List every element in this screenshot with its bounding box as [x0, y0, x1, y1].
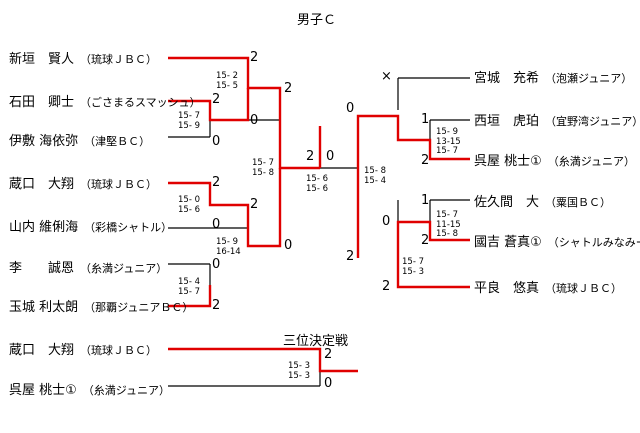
game-mark: 1 — [421, 112, 430, 127]
match-score: 15- 3 15- 3 — [288, 361, 310, 381]
bracket-title: 男子Ｃ — [297, 13, 337, 28]
match-score: 15- 7 11-15 15- 8 — [436, 210, 461, 239]
game-mark: 0 — [382, 214, 391, 229]
game-mark: 2 — [212, 175, 221, 190]
right-player-4: 佐久間 大 （粟国ＢＣ） — [474, 192, 611, 210]
game-mark: 0 — [346, 101, 355, 116]
match-score: 15- 9 16-14 — [216, 237, 241, 257]
game-mark: 2 — [212, 92, 221, 107]
match-score: 15- 0 15- 6 — [178, 195, 200, 215]
left-player-6: 李 誠恩 （糸満ジュニア） — [9, 258, 167, 276]
left-player-7: 玉城 利太朗 （那覇ジュニアＢＣ） — [9, 297, 193, 315]
player-club: （粟国ＢＣ） — [545, 196, 612, 209]
third-place-player-2: 呉屋 桃士① （糸満ジュニア） — [9, 380, 170, 398]
player-club: （糸満ジュニア） — [80, 262, 168, 275]
player-name: 李 誠恩 — [9, 261, 75, 276]
player-name: 山内 維俐海 — [9, 220, 79, 235]
player-name: 國吉 蒼真① — [474, 235, 542, 250]
match-score: 15- 7 15- 9 — [178, 111, 200, 131]
game-mark: 0 — [212, 257, 221, 272]
player-club: （シャトルみなみーず） — [547, 236, 640, 249]
game-mark: 0 — [212, 134, 221, 149]
player-name: 呉屋 桃士① — [474, 154, 542, 169]
player-club: （琉球ＪＢＣ） — [80, 53, 158, 66]
player-club: （津堅ＢＣ） — [84, 135, 151, 148]
game-mark: 0 — [212, 217, 221, 232]
game-mark: 0 — [250, 113, 259, 128]
match-score: 15- 8 15- 4 — [364, 166, 386, 186]
player-club: （糸満ジュニア） — [547, 155, 636, 168]
left-player-2: 石田 卿士 （ごさまるスマッシュ） — [9, 92, 201, 110]
game-mark: × — [381, 69, 392, 84]
third-place-player-1: 蔵口 大翔 （琉球ＪＢＣ） — [9, 340, 157, 358]
third-place-title: 三位決定戦 — [283, 334, 349, 349]
game-mark: 2 — [421, 233, 430, 248]
player-club: （彩橋シャトル） — [84, 221, 173, 234]
player-name: 平良 悠真 — [474, 281, 540, 296]
game-mark: 2 — [382, 279, 391, 294]
player-club: （琉球ＪＢＣ） — [80, 178, 158, 191]
left-player-4: 蔵口 大翔 （琉球ＪＢＣ） — [9, 174, 157, 192]
right-player-3: 呉屋 桃士① （糸満ジュニア） — [474, 151, 635, 169]
game-mark: 2 — [250, 50, 259, 65]
player-name: 玉城 利太朗 — [9, 300, 79, 315]
match-score: 15- 9 13-15 15- 7 — [436, 127, 461, 156]
right-player-2: 西垣 虎珀 （宜野湾ジュニア） — [474, 111, 640, 129]
left-player-5: 山内 維俐海 （彩橋シャトル） — [9, 217, 172, 235]
game-mark: 0 — [324, 376, 333, 391]
player-club: （宜野湾ジュニア） — [545, 115, 640, 128]
player-club: （琉球ＪＢＣ） — [545, 282, 623, 295]
player-name: 石田 卿士 — [9, 95, 75, 110]
game-mark: 2 — [421, 153, 430, 168]
player-club: （琉球ＪＢＣ） — [80, 344, 158, 357]
player-name: 蔵口 大翔 — [9, 343, 75, 358]
right-player-5: 國吉 蒼真① （シャトルみなみーず） — [474, 232, 640, 250]
player-name: 呉屋 桃士① — [9, 383, 77, 398]
player-club: （糸満ジュニア） — [82, 384, 171, 397]
game-mark: 2 — [212, 298, 221, 313]
player-name: 伊敷 海依弥 — [9, 134, 79, 149]
game-mark: 2 — [284, 81, 293, 96]
player-club: （那覇ジュニアＢＣ） — [84, 301, 194, 314]
player-name: 蔵口 大翔 — [9, 177, 75, 192]
match-score: 15- 7 15- 8 — [252, 158, 274, 178]
player-name: 西垣 虎珀 — [474, 114, 540, 129]
player-name: 新垣 賢人 — [9, 52, 75, 67]
right-player-1: 宮城 充希 （泡瀬ジュニア） — [474, 68, 632, 86]
match-score: 15- 2 15- 5 — [216, 71, 238, 91]
match-score: 15- 4 15- 7 — [178, 277, 200, 297]
player-name: 宮城 充希 — [474, 71, 540, 86]
game-mark: 2 — [306, 149, 315, 164]
game-mark: 2 — [346, 249, 355, 264]
game-mark: 2 — [250, 197, 259, 212]
right-player-6: 平良 悠真 （琉球ＪＢＣ） — [474, 278, 622, 296]
game-mark: 0 — [326, 149, 335, 164]
match-score: 15- 7 15- 3 — [402, 257, 424, 277]
player-club: （ごさまるスマッシュ） — [80, 96, 201, 109]
game-mark: 2 — [324, 347, 333, 362]
game-mark: 0 — [284, 238, 293, 253]
left-player-1: 新垣 賢人 （琉球ＪＢＣ） — [9, 49, 157, 67]
game-mark: 1 — [421, 193, 430, 208]
match-score: 15- 6 15- 6 — [306, 174, 328, 194]
player-name: 佐久間 大 — [474, 195, 540, 210]
player-club: （泡瀬ジュニア） — [545, 72, 633, 85]
left-player-3: 伊敷 海依弥 （津堅ＢＣ） — [9, 131, 150, 149]
